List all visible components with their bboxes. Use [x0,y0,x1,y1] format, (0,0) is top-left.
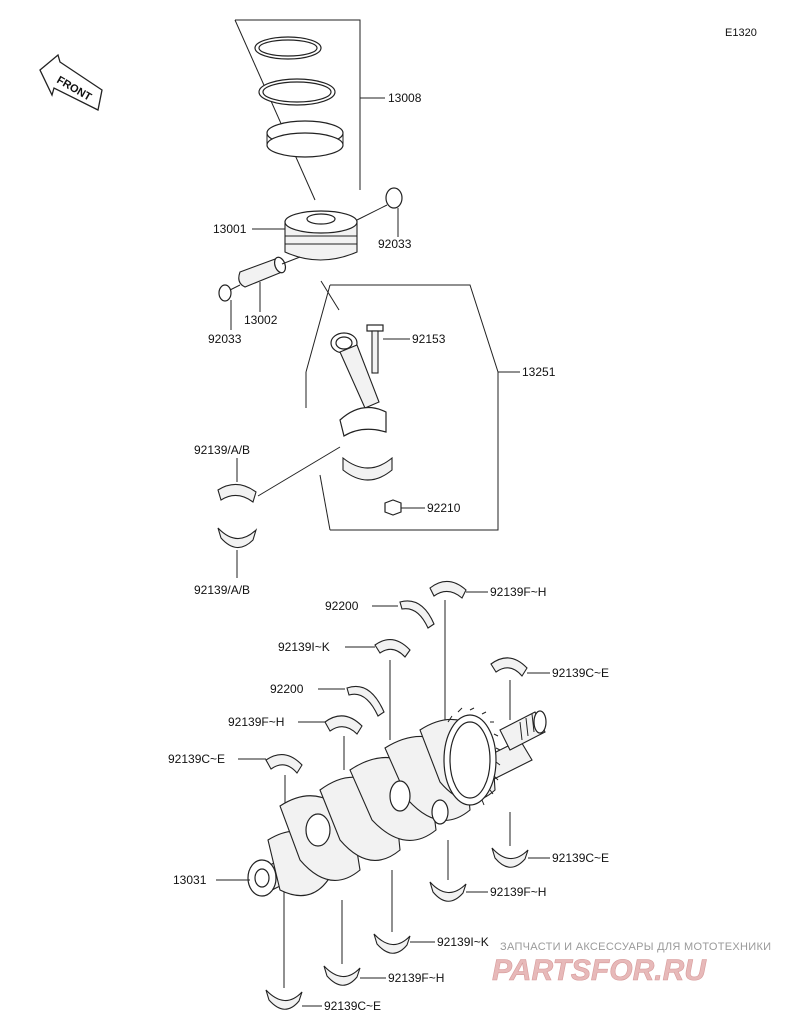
label-conrod-bearing-lower: 92139/A/B [194,583,250,597]
label-main-bearing-top-5: 92139C~E [168,752,225,766]
label-piston-pin: 13002 [244,313,278,327]
main-bearing-top-5[interactable] [265,754,303,774]
conrod-nut[interactable] [384,499,402,516]
main-bearing-bottom-3[interactable] [373,933,411,954]
label-main-bearing-top-2: 92139I~K [278,640,330,654]
conrod-bolt[interactable] [366,324,384,374]
conrod-assembly-box [305,284,499,531]
piston[interactable] [284,210,358,261]
crank-gear-icon [443,707,501,806]
label-circlip-right: 92033 [378,237,412,251]
label-thrust-washer-lower: 92200 [270,682,304,696]
label-main-bearing-bottom-3: 92139I~K [437,935,489,949]
conrod[interactable] [330,332,387,437]
piston-pin[interactable] [238,256,288,288]
main-bearing-top-4[interactable] [324,715,363,735]
main-bearing-bottom-1[interactable] [491,847,529,868]
label-main-bearing-bottom-1: 92139C~E [552,851,609,865]
thrust-washer-upper[interactable] [399,600,435,629]
main-bearing-top-1[interactable] [429,580,467,599]
label-crankshaft: 13031 [173,873,207,887]
circlip-left[interactable] [218,284,232,302]
piston-ring-set[interactable] [234,19,361,201]
watermark-brand: PARTSFOR.RU [492,954,707,987]
main-bearing-top-3[interactable] [490,657,528,677]
watermark-tagline: ЗАПЧАСТИ И АКСЕССУАРЫ ДЛЯ МОТОТЕХНИКИ [500,941,771,953]
label-main-bearing-top-3: 92139C~E [552,666,609,680]
main-bearing-bottom-5[interactable] [265,989,303,1010]
label-piston-ring-set: 13008 [388,91,422,105]
label-conrod-nut: 92210 [427,501,461,515]
circlip-right[interactable] [385,187,403,209]
conrod-bearing-upper[interactable] [217,483,257,503]
main-bearing-bottom-2[interactable] [429,881,467,902]
conrod-bearing-lower[interactable] [217,527,258,549]
label-conrod-bolt: 92153 [412,332,446,346]
label-main-bearing-bottom-5: 92139C~E [324,999,381,1013]
conrod-cap[interactable] [342,456,393,481]
label-main-bearing-bottom-4: 92139F~H [388,971,444,985]
label-piston: 13001 [213,222,247,236]
crankshaft[interactable] [247,707,547,897]
main-bearing-bottom-4[interactable] [323,965,361,986]
label-main-bearing-top-1: 92139F~H [490,585,546,599]
main-bearing-top-2[interactable] [374,639,411,658]
label-circlip-left: 92033 [208,332,242,346]
diagram-code: E1320 [725,27,757,39]
front-arrow-icon: FRONT [39,53,103,111]
label-main-bearing-bottom-2: 92139F~H [490,885,546,899]
label-conrod-bearing-upper: 92139/A/B [194,443,250,457]
label-thrust-washer-upper: 92200 [325,599,359,613]
watermark-logo: ЗАПЧАСТИ И АКСЕССУАРЫ ДЛЯ МОТОТЕХНИКИ PA… [492,941,771,987]
label-main-bearing-top-4: 92139F~H [228,715,284,729]
thrust-washer-lower[interactable] [346,685,385,717]
label-conrod-assy: 13251 [522,365,556,379]
